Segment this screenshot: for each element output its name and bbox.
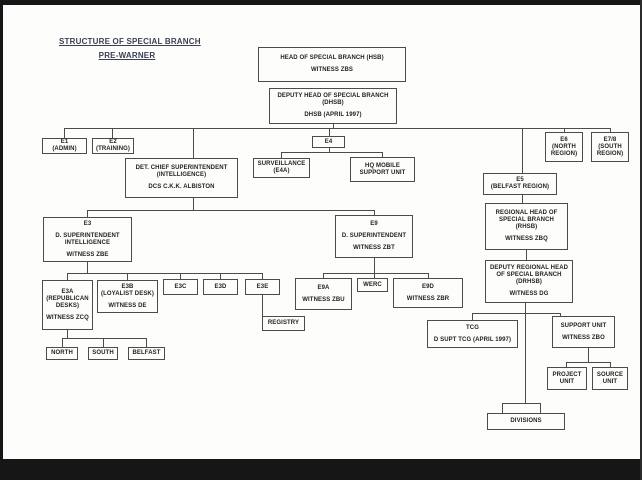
connector-e3b-drop	[127, 273, 128, 280]
connector-tcg-drop	[472, 313, 473, 320]
connector-tcg-support-bar	[472, 313, 561, 314]
connector-main-rail	[64, 128, 611, 129]
connector-detchief-stem	[193, 198, 194, 210]
connector-e3-e9-bracket	[87, 210, 375, 211]
connector-rhsb-drop	[522, 195, 523, 203]
node-e5: E5(BELFAST REGION)	[483, 173, 557, 195]
connector-e9-stem	[374, 258, 375, 278]
node-e3c: E3C	[163, 279, 198, 295]
node-dhsb: DEPUTY HEAD OF SPECIAL BRANCH(DHSB)DHSB …	[269, 88, 397, 124]
connector-e4-drop	[329, 128, 330, 136]
connector-units-bracket	[566, 362, 611, 363]
connector-e3-stem	[87, 262, 88, 273]
connector-e1-drop	[64, 128, 65, 138]
connector-e5-drop	[522, 128, 523, 173]
connector-belfast-drop	[146, 338, 147, 347]
connector-e3c-drop	[180, 273, 181, 279]
frame-bar-left	[0, 0, 3, 480]
node-south: SOUTH	[88, 347, 118, 360]
connector-e9a-drop	[323, 273, 324, 278]
node-north: NORTH	[46, 347, 78, 360]
connector-e3d-drop	[220, 273, 221, 279]
connector-e6-drop	[564, 128, 565, 132]
node-belfast: BELFAST	[128, 347, 165, 360]
connector-e78-drop	[610, 128, 611, 132]
node-surveillance: SURVEILLANCE(E4A)	[253, 158, 310, 178]
connector-e9d-drop	[428, 273, 429, 278]
connector-projectunit-drop	[566, 362, 567, 367]
node-det-chief: DET. CHIEF SUPERINTENDENT(INTELLIGENCE)D…	[125, 158, 238, 198]
connector-divisions-drop-right	[540, 403, 541, 413]
frame-bar-right	[640, 0, 642, 480]
connector-supportunit-drop	[560, 313, 561, 316]
connector-registry-drop	[262, 295, 263, 316]
node-registry: REGISTRY	[262, 316, 305, 331]
connector-e3a-drop	[67, 273, 68, 280]
connector-hqmobile-drop	[382, 152, 383, 157]
node-e3d: E3D	[203, 279, 238, 295]
node-divisions: DIVISIONS	[487, 413, 565, 430]
node-e1: E1(ADMIN)	[42, 138, 87, 154]
connector-dhsb-drop	[333, 124, 334, 129]
connector-e3e-drop	[262, 273, 263, 279]
node-e3b: E3B(LOYALIST DESK)WITNESS DE	[97, 280, 158, 313]
connector-regions-bracket	[62, 338, 147, 339]
connector-e9-children-bracket	[323, 273, 429, 274]
chart-subtitle: PRE-WARNER	[98, 51, 156, 60]
node-e3e: E3E	[245, 279, 280, 295]
connector-surveillance-drop	[281, 152, 282, 158]
chart-title: STRUCTURE OF SPECIAL BRANCH	[59, 37, 201, 46]
frame-bar-top	[0, 0, 642, 5]
connector-south-drop	[103, 338, 104, 347]
connector-divisions-bracket	[502, 403, 541, 404]
connector-e3-children-bracket	[67, 273, 263, 274]
node-werc: WERC	[357, 278, 388, 292]
connector-drhsb-drop	[526, 250, 527, 260]
connector-divisions-spine	[525, 303, 526, 403]
connector-supportunit-stem	[588, 348, 589, 362]
connector-divisions-drop-left	[502, 403, 503, 413]
connector-e3-drop	[87, 210, 88, 217]
connector-sourceunit-drop	[610, 362, 611, 367]
connector-detchief-drop	[193, 128, 194, 158]
connector-e4-bracket	[281, 152, 383, 153]
node-e4: E4	[312, 136, 345, 148]
connector-e9-drop	[374, 210, 375, 215]
connector-e2-drop	[112, 128, 113, 138]
node-hsb: HEAD OF SPECIAL BRANCH (HSB)WITNESS ZBS	[258, 47, 406, 82]
connector-e3a-stem	[67, 330, 68, 338]
connector-north-drop	[62, 338, 63, 347]
node-e2: E2(TRAINING)	[92, 138, 134, 154]
frame-bar-bottom	[0, 459, 642, 480]
connector-e4-stem	[329, 148, 330, 153]
